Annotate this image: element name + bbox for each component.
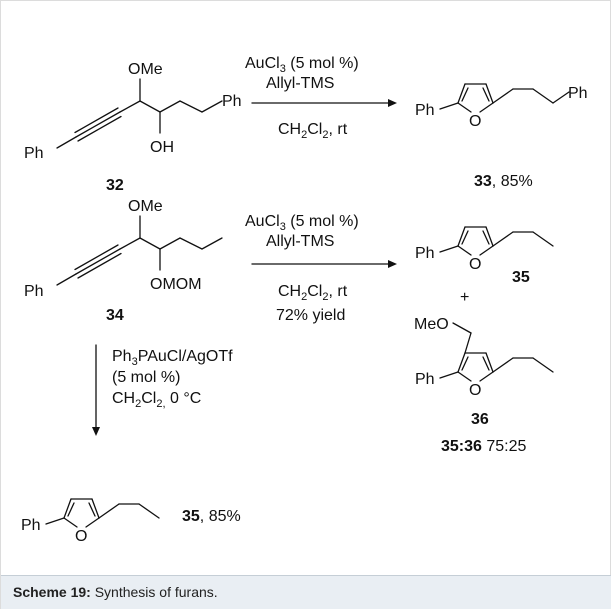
hydroxy-label: OH (150, 139, 174, 156)
solvent-label: CH2Cl2, 0 °C (112, 390, 201, 410)
phenyl-label: Ph (21, 517, 41, 534)
methoxy-label: OMe (128, 198, 163, 215)
catalyst-label: AuCl3 (5 mol %) (245, 55, 359, 75)
compound-36-structure: O Ph MeO 36 35:36 75:25 (414, 316, 554, 455)
arrowhead (92, 427, 100, 436)
compound-35-bottom-structure: O Ph 35, 85% (21, 498, 241, 545)
solvent-label: CH2Cl2, rt (278, 283, 348, 303)
phenyl-label: Ph (222, 93, 242, 110)
caption-label: Scheme 19: (13, 584, 91, 600)
reaction-arrow-2: AuCl3 (5 mol %) Allyl-TMS CH2Cl2, rt 72%… (245, 213, 397, 324)
arrowhead (388, 99, 397, 107)
compound-number-32: 32 (106, 177, 124, 194)
compound-35-structure: O Ph 35 (415, 226, 554, 286)
caption-bar: Scheme 19: Synthesis of furans. (1, 575, 611, 609)
compound-35-yield: 35, 85% (182, 508, 241, 525)
compound-number-36: 36 (471, 411, 489, 428)
compound-number-35: 35 (512, 269, 530, 286)
methoxy-label: OMe (128, 61, 163, 78)
phenyl-label: Ph (24, 145, 44, 162)
furan-oxygen: O (75, 528, 87, 545)
mom-ether-label: OMOM (150, 276, 202, 293)
caption-text: Synthesis of furans. (90, 584, 218, 600)
methoxymethyl-label: MeO (414, 316, 449, 333)
compound-32-structure: Ph OMe OH Ph 32 (24, 61, 242, 194)
plus-sign: + (460, 289, 469, 306)
furan-oxygen: O (469, 382, 481, 399)
loading-label: (5 mol %) (112, 369, 180, 386)
furan-oxygen: O (469, 113, 481, 130)
phenyl-label: Ph (415, 371, 435, 388)
reaction-scheme: Ph OMe OH Ph 32 AuCl3 (5 mol %) Allyl-TM… (21, 55, 588, 545)
solvent-label: CH2Cl2, rt (278, 121, 348, 141)
phenyl-label: Ph (24, 283, 44, 300)
reaction-arrow-1: AuCl3 (5 mol %) Allyl-TMS CH2Cl2, rt (245, 55, 397, 141)
phenyl-label: Ph (415, 245, 435, 262)
compound-number-34: 34 (106, 307, 124, 324)
yield-label: 72% yield (276, 307, 345, 324)
catalyst-label: Ph3PAuCl/AgOTf (112, 348, 233, 368)
compound-33-structure: O Ph Ph 33, 85% (415, 83, 588, 190)
phenyl-label: Ph (568, 85, 588, 102)
reaction-arrow-3: Ph3PAuCl/AgOTf (5 mol %) CH2Cl2, 0 °C (92, 344, 233, 436)
furan-oxygen: O (469, 256, 481, 273)
catalyst-label: AuCl3 (5 mol %) (245, 213, 359, 233)
additive-label: Allyl-TMS (266, 233, 334, 250)
product-ratio: 35:36 75:25 (441, 438, 527, 455)
compound-33-yield: 33, 85% (474, 173, 533, 190)
figure-caption: Scheme 19: Synthesis of furans. (13, 584, 218, 600)
arrowhead (388, 260, 397, 268)
additive-label: Allyl-TMS (266, 75, 334, 92)
phenyl-label: Ph (415, 102, 435, 119)
compound-34-structure: Ph OMe OMOM 34 (24, 198, 223, 324)
